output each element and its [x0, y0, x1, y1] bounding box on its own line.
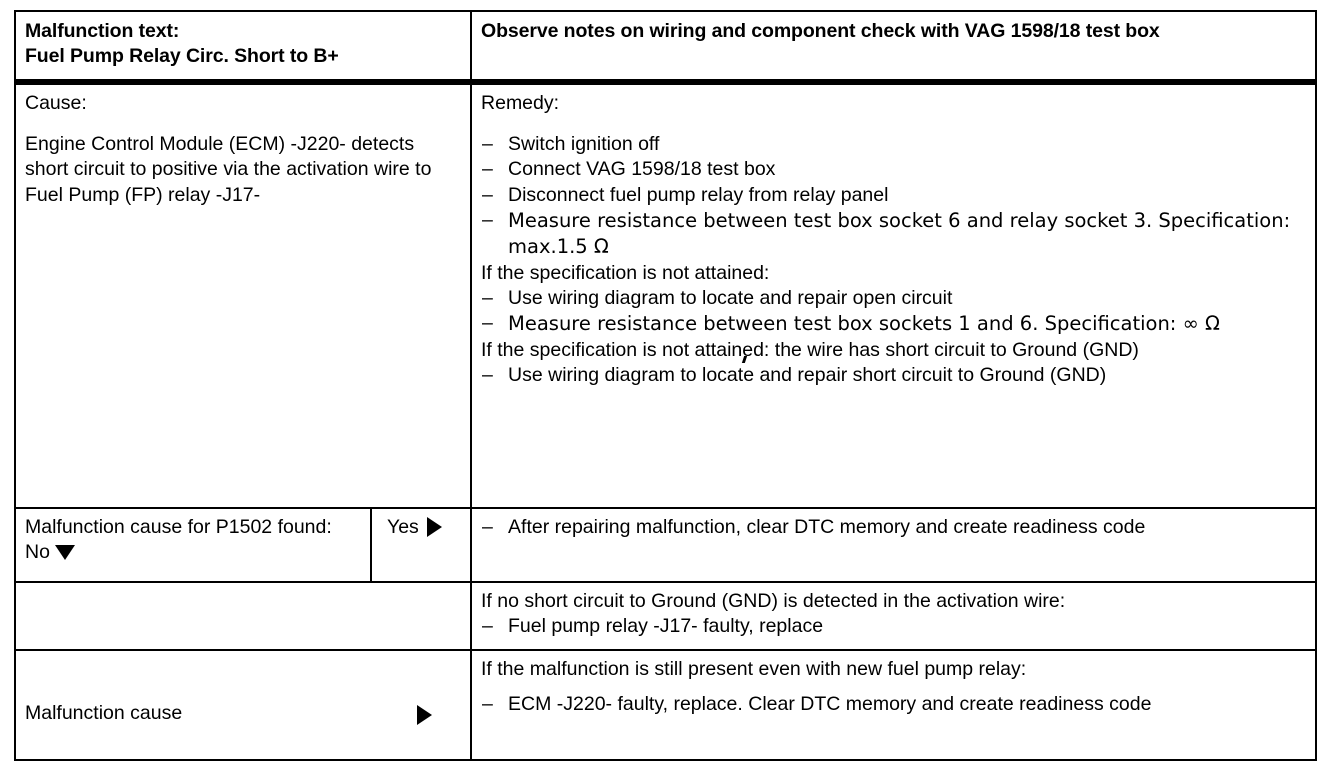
remedy-list-tertiary: – Use wiring diagram to locate and repai… — [481, 363, 1307, 388]
list-item: – Use wiring diagram to locate and repai… — [481, 286, 1307, 311]
list-item-text: Disconnect fuel pump relay from relay pa… — [508, 183, 889, 206]
list-item-text: Fuel pump relay -J17- faulty, replace — [508, 615, 824, 638]
malfunction-found-label: Malfunction cause for P1502 found: No — [25, 515, 332, 564]
still-present-condition: If the malfunction is still present even… — [481, 657, 1027, 680]
condition-line-2-text: If the specification is not attained: th… — [481, 338, 1139, 361]
list-item: – Fuel pump relay -J17- faulty, replace — [481, 614, 1307, 639]
condition-line-1: If the specification is not attained: — [481, 261, 770, 284]
malfunction-found-cell[interactable]: Malfunction cause for P1502 found: No — [14, 506, 372, 583]
triangle-down-icon[interactable] — [54, 545, 75, 561]
malfunction-cause-cell[interactable]: Malfunction cause — [13, 648, 473, 761]
list-item-text: Use wiring diagram to locate and repair … — [508, 364, 1107, 387]
dash-bullet-icon: – — [482, 133, 493, 156]
malfunction-text-cell: Malfunction text: Fuel Pump Relay Circ. … — [13, 10, 473, 85]
dash-bullet-icon: – — [482, 515, 493, 538]
list-item-text: Measure resistance between test box sock… — [508, 209, 1291, 259]
list-item: – Connect VAG 1598/18 test box — [481, 157, 1307, 182]
triangle-right-icon[interactable] — [417, 704, 432, 725]
dtc-diagnostic-table: Malfunction text: Fuel Pump Relay Circ. … — [13, 10, 1318, 761]
yes-branch-cell[interactable]: Yes — [369, 506, 473, 583]
cause-text: Engine Control Module (ECM) -J220- detec… — [25, 133, 432, 206]
list-item: – ECM -J220- faulty, replace. Clear DTC … — [481, 692, 1307, 717]
cause-remedy-row: Cause: Engine Control Module (ECM) -J220… — [13, 80, 1318, 509]
malfunction-text-value: Fuel Pump Relay Circ. Short to B+ — [25, 45, 339, 68]
dash-bullet-icon: – — [482, 693, 493, 716]
yes-branch-wrap: Yes — [381, 515, 462, 540]
dash-bullet-icon: – — [482, 158, 493, 181]
list-item: – Use wiring diagram to locate and repai… — [481, 363, 1307, 388]
triangle-right-icon[interactable] — [426, 517, 442, 538]
ecm-faulty-cell: If the malfunction is still present even… — [470, 648, 1318, 761]
list-item: – Disconnect fuel pump relay from relay … — [481, 183, 1307, 208]
list-item: – Measure resistance between test box so… — [481, 208, 1307, 261]
ecm-faulty-list: – ECM -J220- faulty, replace. Clear DTC … — [481, 692, 1307, 717]
remedy-list-secondary: – Use wiring diagram to locate and repai… — [481, 286, 1307, 338]
remedy-cell: Remedy: – Switch ignition off – Connect … — [470, 80, 1318, 509]
dash-bullet-icon: – — [482, 364, 493, 387]
empty-left-cell — [13, 580, 473, 651]
list-item-text: ECM -J220- faulty, replace. Clear DTC me… — [508, 693, 1152, 716]
spacer — [481, 116, 1307, 132]
list-item-text: Measure resistance between test box sock… — [508, 312, 1220, 336]
malfunction-cause-label: Malfunction cause — [25, 701, 183, 724]
observe-notes-cell: Observe notes on wiring and component ch… — [470, 10, 1318, 85]
spacer — [481, 682, 1307, 692]
list-item-text: Connect VAG 1598/18 test box — [508, 158, 776, 181]
table-header-row: Malfunction text: Fuel Pump Relay Circ. … — [13, 10, 1318, 85]
list-item-text: After repairing malfunction, clear DTC m… — [508, 515, 1146, 538]
remedy-label: Remedy: — [481, 91, 560, 114]
condition-line-2: If the specification is not attained: th… — [481, 338, 1307, 363]
list-item: – Measure resistance between test box so… — [481, 311, 1307, 337]
list-item: – Switch ignition off — [481, 132, 1307, 157]
list-item-text: Switch ignition off — [508, 133, 660, 156]
cause-label: Cause: — [25, 91, 87, 114]
no-short-circuit-row: If no short circuit to Ground (GND) is d… — [13, 580, 1318, 651]
dash-bullet-icon: – — [482, 183, 493, 206]
yes-label: Yes — [387, 515, 419, 538]
no-short-condition: If no short circuit to Ground (GND) is d… — [481, 589, 1066, 612]
no-short-list: – Fuel pump relay -J17- faulty, replace — [481, 614, 1307, 639]
cause-cell: Cause: Engine Control Module (ECM) -J220… — [13, 80, 473, 509]
malfunction-cause-row: Malfunction cause If the malfunction is … — [13, 648, 1318, 761]
after-repair-cell: – After repairing malfunction, clear DTC… — [470, 506, 1318, 583]
no-short-circuit-cell: If no short circuit to Ground (GND) is d… — [470, 580, 1318, 651]
dash-bullet-icon: – — [482, 209, 493, 232]
malfunction-found-row: Malfunction cause for P1502 found: No Ye… — [14, 506, 1318, 583]
list-item: – After repairing malfunction, clear DTC… — [481, 515, 1307, 540]
list-item-text: Use wiring diagram to locate and repair … — [508, 287, 953, 310]
malfunction-text-label: Malfunction text: — [25, 20, 180, 42]
dash-bullet-icon: – — [482, 287, 493, 310]
dash-bullet-icon: – — [482, 312, 493, 335]
remedy-list-primary: – Switch ignition off – Connect VAG 1598… — [481, 132, 1307, 261]
after-repair-list: – After repairing malfunction, clear DTC… — [481, 515, 1307, 540]
dash-bullet-icon: – — [482, 615, 493, 638]
spacer — [25, 116, 462, 132]
